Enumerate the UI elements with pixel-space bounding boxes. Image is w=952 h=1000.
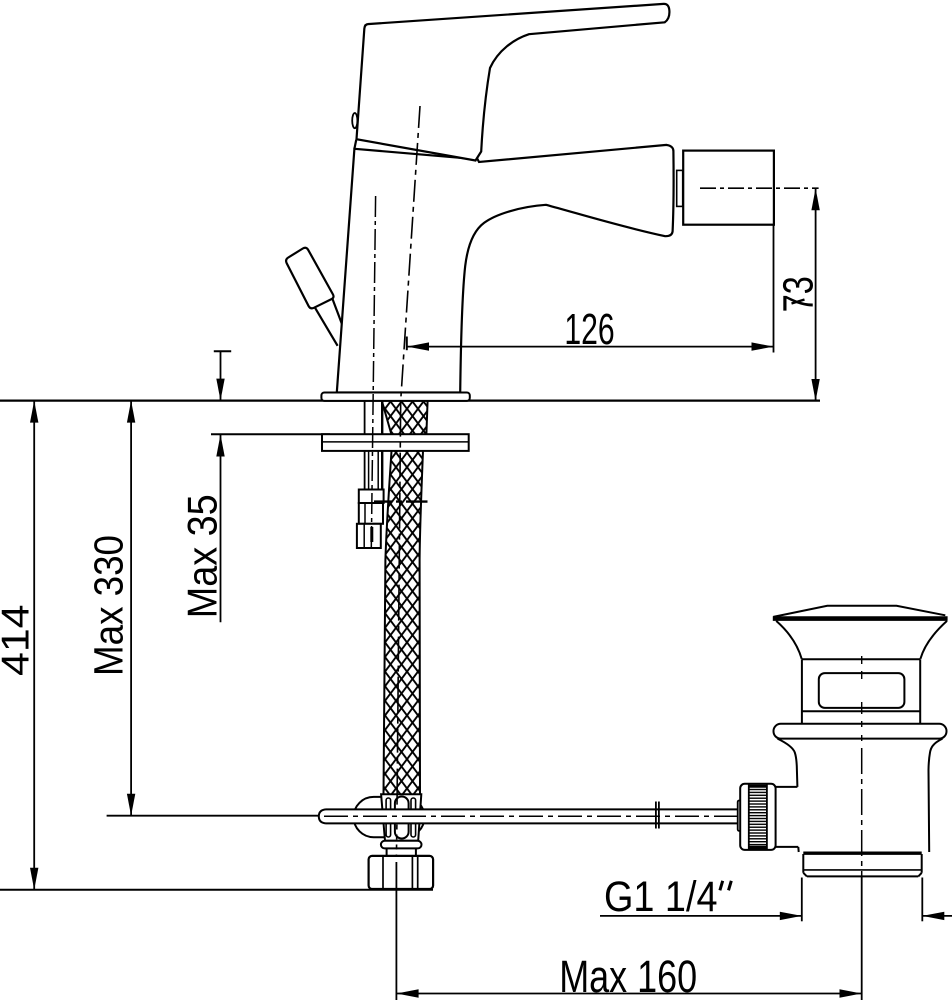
svg-text:414: 414 [0, 605, 38, 677]
svg-text:G1 1/4: G1 1/4 [604, 873, 718, 921]
svg-text:Max 330: Max 330 [86, 535, 132, 676]
svg-text:126: 126 [564, 306, 614, 354]
svg-text:73: 73 [775, 276, 823, 312]
svg-text:Max 160: Max 160 [559, 951, 697, 1000]
svg-text:Max 35: Max 35 [178, 494, 225, 618]
